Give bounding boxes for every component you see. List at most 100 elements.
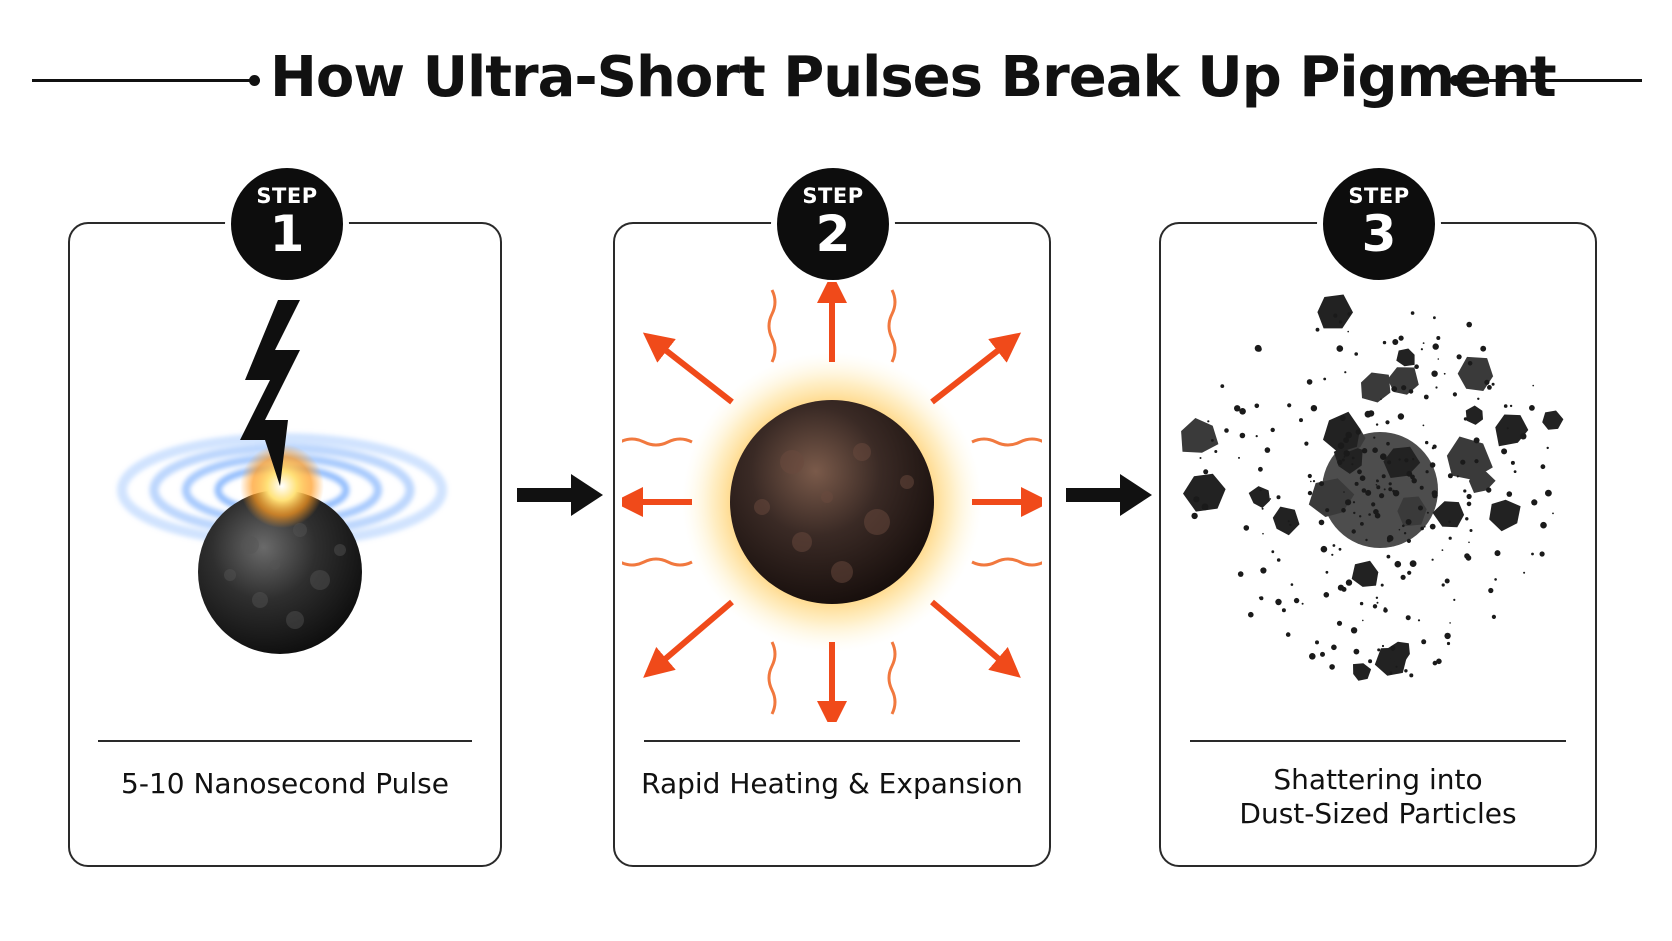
dust-particle: [1423, 525, 1426, 528]
step-badge-2: STEP 2: [771, 162, 895, 286]
dust-particle: [1501, 448, 1508, 455]
dust-particle: [1293, 597, 1300, 604]
dust-particle: [1452, 392, 1457, 397]
dust-particle: [1376, 479, 1379, 482]
step-caption-2: Rapid Heating & Expansion: [641, 767, 1023, 800]
dust-particle: [1285, 632, 1291, 637]
card-divider: [98, 740, 472, 742]
dust-particle: [1371, 502, 1376, 507]
dust-particle: [1307, 473, 1312, 479]
step-badge-label: STEP: [256, 184, 318, 208]
pigment-fragment: [1489, 499, 1521, 532]
dust-particle: [1486, 487, 1492, 493]
dust-particle: [1422, 424, 1425, 427]
dust-particle: [1487, 385, 1492, 390]
dust-particle: [1397, 413, 1405, 420]
dust-particle: [1491, 614, 1496, 619]
dust-particle: [1338, 320, 1343, 324]
dust-particle: [1444, 578, 1450, 584]
step-badge-label: STEP: [802, 184, 864, 208]
dust-particle: [1325, 570, 1329, 574]
dust-particle: [1343, 491, 1345, 493]
pigment-fragment: [1183, 473, 1226, 512]
dust-particle: [1347, 312, 1351, 316]
dust-particle: [1405, 615, 1411, 621]
step-badge-number: 2: [815, 205, 851, 263]
dust-particle: [1407, 570, 1412, 575]
pigment-fragment: [1308, 478, 1355, 517]
lightning-pulse-icon: [117, 300, 447, 654]
dust-particle: [1281, 608, 1286, 613]
dust-particle: [1271, 550, 1275, 554]
dust-particle: [1287, 520, 1290, 523]
dust-particle: [1465, 555, 1472, 561]
dust-particle: [1207, 420, 1210, 423]
dust-particle: [1405, 519, 1412, 525]
dust-particle: [1377, 648, 1381, 652]
dust-particle: [1436, 336, 1441, 340]
dust-particle: [1290, 583, 1294, 586]
dust-particle: [1436, 658, 1442, 665]
dust-particle: [1466, 321, 1472, 328]
pigment-fragment: [1465, 405, 1483, 425]
dust-particle: [1398, 458, 1401, 461]
dust-particle: [1345, 499, 1352, 506]
dust-particle: [1449, 622, 1451, 624]
dust-particle: [1447, 473, 1453, 479]
dust-particle: [1539, 551, 1545, 557]
pigment-fragment: [1272, 506, 1300, 536]
dust-particle: [1491, 382, 1495, 386]
dust-particle: [1243, 525, 1250, 531]
dust-particle: [1386, 538, 1392, 543]
pigment-fragment: [1351, 560, 1379, 587]
dust-particle: [1341, 458, 1345, 462]
dust-particle: [1448, 520, 1451, 524]
dust-particle: [1385, 420, 1390, 425]
dust-particle: [1331, 553, 1334, 556]
dust-particle: [1237, 571, 1244, 577]
dust-particle: [1372, 447, 1378, 453]
pigment-fragment: [1396, 348, 1415, 367]
dust-particle: [1484, 379, 1490, 385]
dust-particle: [1211, 439, 1214, 442]
dust-particle: [1373, 436, 1376, 439]
dust-particle: [1401, 385, 1407, 391]
dust-particle: [1329, 664, 1335, 670]
pigment-fragment: [1248, 486, 1270, 508]
dust-particle: [1364, 410, 1372, 418]
dust-particle: [1468, 541, 1470, 544]
dust-particle: [1352, 501, 1356, 504]
dust-particle: [1391, 386, 1398, 392]
dust-particle: [1259, 596, 1264, 601]
dust-particle: [1214, 450, 1218, 453]
dust-particle: [1254, 403, 1260, 409]
dust-particle: [1520, 433, 1527, 440]
dust-particle: [1412, 458, 1415, 461]
dust-particle: [1432, 660, 1438, 666]
pigment-fragment: [1317, 294, 1353, 329]
dust-particle: [1383, 488, 1386, 491]
dust-particle: [1506, 427, 1509, 430]
dust-particle: [1540, 464, 1546, 470]
dust-particle: [1510, 460, 1515, 465]
dust-particle: [1545, 489, 1552, 497]
dust-particle: [1336, 345, 1344, 352]
dust-particle: [1376, 485, 1381, 490]
dust-particle: [1463, 489, 1467, 493]
step-card-3: [1159, 222, 1597, 867]
dust-particle: [1381, 644, 1385, 648]
dust-particle: [1255, 435, 1258, 438]
dust-particle: [1466, 493, 1472, 500]
dust-particle: [1310, 480, 1312, 483]
dust-particle: [1381, 474, 1386, 479]
dust-particle: [1362, 619, 1364, 622]
dust-particle: [1276, 495, 1281, 500]
dust-particle: [1347, 330, 1349, 333]
dust-particle: [1532, 384, 1534, 387]
step-badge-1: STEP 1: [225, 162, 349, 286]
dust-particle: [1365, 538, 1368, 542]
dust-particle: [1456, 354, 1462, 360]
dust-particle: [1351, 456, 1355, 460]
dust-particle: [1337, 584, 1344, 591]
dust-particle: [1299, 418, 1303, 423]
